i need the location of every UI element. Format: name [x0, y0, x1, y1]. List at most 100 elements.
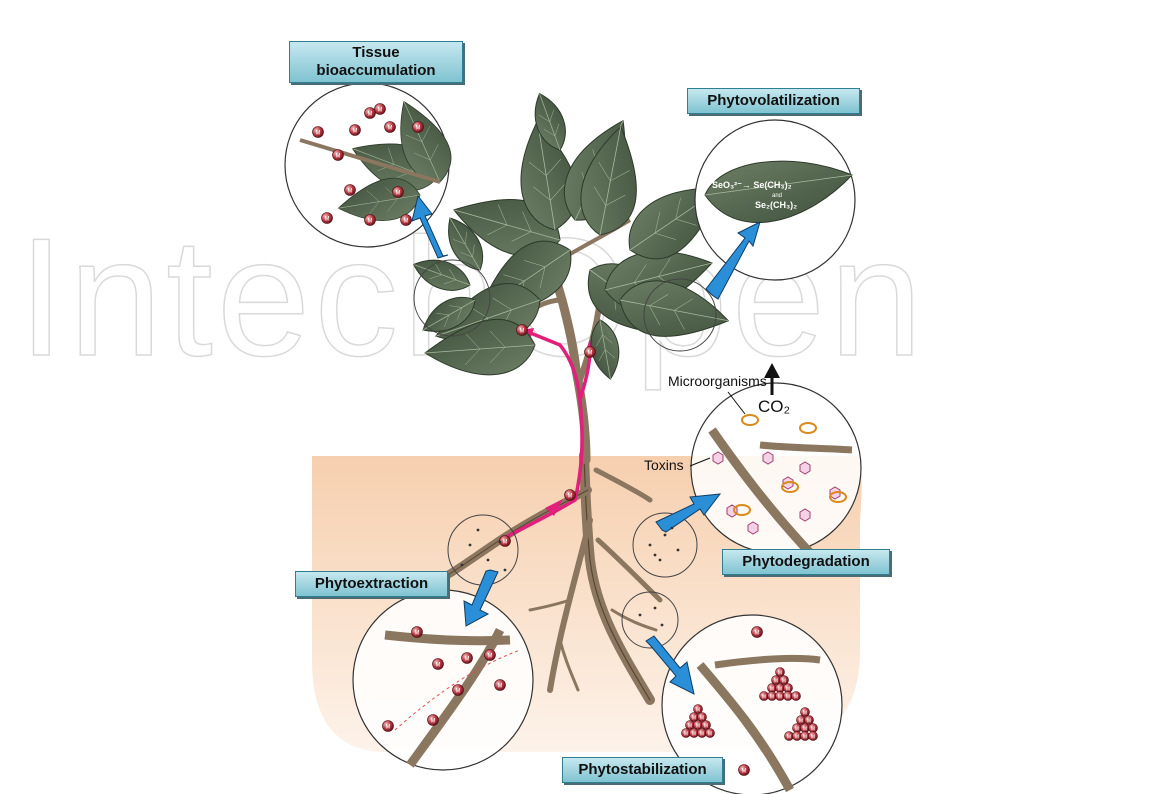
metal-ion: M	[495, 680, 506, 691]
metal-ion: M	[694, 721, 703, 730]
extraction-zoom-circle	[353, 590, 533, 770]
metal-ion: M	[776, 692, 785, 701]
metal-ion: M	[801, 708, 810, 717]
metal-ion-symbol: M	[498, 684, 503, 690]
metal-ion-symbol: M	[778, 671, 782, 677]
equation-line-3: Se₂(CH₃)₂	[755, 200, 797, 210]
metal-ion-symbol: M	[778, 695, 782, 701]
metal-ion: M	[365, 215, 376, 226]
phytostabilization-label: Phytostabilization	[562, 757, 723, 783]
metal-ion-symbol: M	[488, 654, 493, 660]
metal-ion-symbol: M	[795, 735, 799, 741]
phytoextraction-label: Phytoextraction	[295, 571, 448, 597]
metal-ion: M	[690, 729, 699, 738]
metal-ion-symbol: M	[782, 679, 786, 685]
metal-ion-symbol: M	[774, 679, 778, 685]
metal-ion-symbol: M	[708, 732, 712, 738]
metal-ion-symbol: M	[588, 351, 593, 357]
metal-ion: M	[776, 668, 785, 677]
metal-ion: M	[401, 215, 412, 226]
metal-ion: M	[585, 347, 596, 358]
metal-ion: M	[690, 713, 699, 722]
metal-ion-symbol: M	[786, 695, 790, 701]
metal-ion-symbol: M	[353, 129, 358, 135]
metal-ion-symbol: M	[325, 217, 330, 223]
tissue-label-line1: Tissue	[296, 44, 456, 62]
metal-ion-symbol: M	[770, 695, 774, 701]
toxins-label: Toxins	[644, 457, 684, 473]
metal-ion-symbol: M	[415, 631, 420, 637]
metal-ion-symbol: M	[799, 719, 803, 725]
metal-ion-symbol: M	[404, 219, 409, 225]
metal-ion-symbol: M	[316, 131, 321, 137]
metal-ion: M	[322, 213, 333, 224]
metal-ion-symbol: M	[568, 494, 573, 500]
metal-ion-symbol: M	[465, 657, 470, 663]
metal-ion: M	[809, 724, 818, 733]
metal-ion-symbol: M	[688, 724, 692, 730]
metal-ion: M	[793, 724, 802, 733]
metal-ion: M	[793, 732, 802, 741]
metal-ion: M	[698, 729, 707, 738]
metal-ion: M	[780, 676, 789, 685]
metal-ion: M	[702, 721, 711, 730]
metal-ion: M	[462, 653, 473, 664]
metal-ion-symbol: M	[431, 719, 436, 725]
metal-ion-symbol: M	[700, 716, 704, 722]
metal-ion: M	[393, 187, 404, 198]
metal-ion: M	[797, 716, 806, 725]
metal-ion-symbol: M	[456, 689, 461, 695]
metal-ion-symbol: M	[386, 725, 391, 731]
metal-ion: M	[792, 692, 801, 701]
phytovolatilization-label: Phytovolatilization	[687, 88, 860, 114]
metal-ion: M	[801, 724, 810, 733]
metal-ion: M	[706, 729, 715, 738]
metal-ion-symbol: M	[696, 724, 700, 730]
metal-ion: M	[565, 490, 576, 501]
metal-ion-symbol: M	[803, 735, 807, 741]
metal-ion: M	[500, 536, 511, 547]
metal-ion: M	[686, 721, 695, 730]
metal-ion-symbol: M	[692, 732, 696, 738]
metal-ion: M	[760, 692, 769, 701]
metal-ion-symbol: M	[388, 126, 393, 132]
metal-ion: M	[383, 721, 394, 732]
metal-ion-symbol: M	[794, 695, 798, 701]
metal-ion: M	[433, 659, 444, 670]
metal-ion-symbol: M	[807, 719, 811, 725]
metal-ion-symbol: M	[684, 732, 688, 738]
equation-line-1: SeO₃²⁻→ Se(CH₃)₂	[712, 180, 792, 190]
metal-ion-symbol: M	[696, 708, 700, 714]
metal-ion-symbol: M	[378, 108, 383, 114]
metal-ion: M	[805, 716, 814, 725]
metal-ion-symbol: M	[762, 695, 766, 701]
metal-ion: M	[412, 627, 423, 638]
metal-ion-symbol: M	[336, 154, 341, 160]
metal-ion-symbol: M	[811, 735, 815, 741]
metal-ion-symbol: M	[787, 735, 791, 741]
metal-ion: M	[768, 692, 777, 701]
metal-ion-symbol: M	[520, 329, 525, 335]
metal-ion: M	[345, 185, 356, 196]
equation-line-2: and	[772, 193, 782, 199]
metal-ion: M	[809, 732, 818, 741]
tissue-bioaccumulation-label: Tissue bioaccumulation	[289, 41, 463, 83]
metal-ion: M	[350, 125, 361, 136]
metal-ion-symbol: M	[742, 769, 747, 775]
metal-ion: M	[313, 127, 324, 138]
metal-ion: M	[375, 104, 386, 115]
metal-ion-symbol: M	[368, 219, 373, 225]
microorganisms-label: Microorganisms	[668, 373, 767, 389]
metal-ion-symbol: M	[755, 631, 760, 637]
metal-ion-symbol: M	[700, 732, 704, 738]
metal-ion-symbol: M	[368, 112, 373, 118]
metal-ion: M	[784, 684, 793, 693]
metal-ion-symbol: M	[803, 711, 807, 717]
metal-ion: M	[682, 729, 691, 738]
metal-ion: M	[428, 715, 439, 726]
metal-ion: M	[801, 732, 810, 741]
metal-ion: M	[772, 676, 781, 685]
metal-ion-symbol: M	[704, 724, 708, 730]
metal-ion: M	[785, 732, 794, 741]
